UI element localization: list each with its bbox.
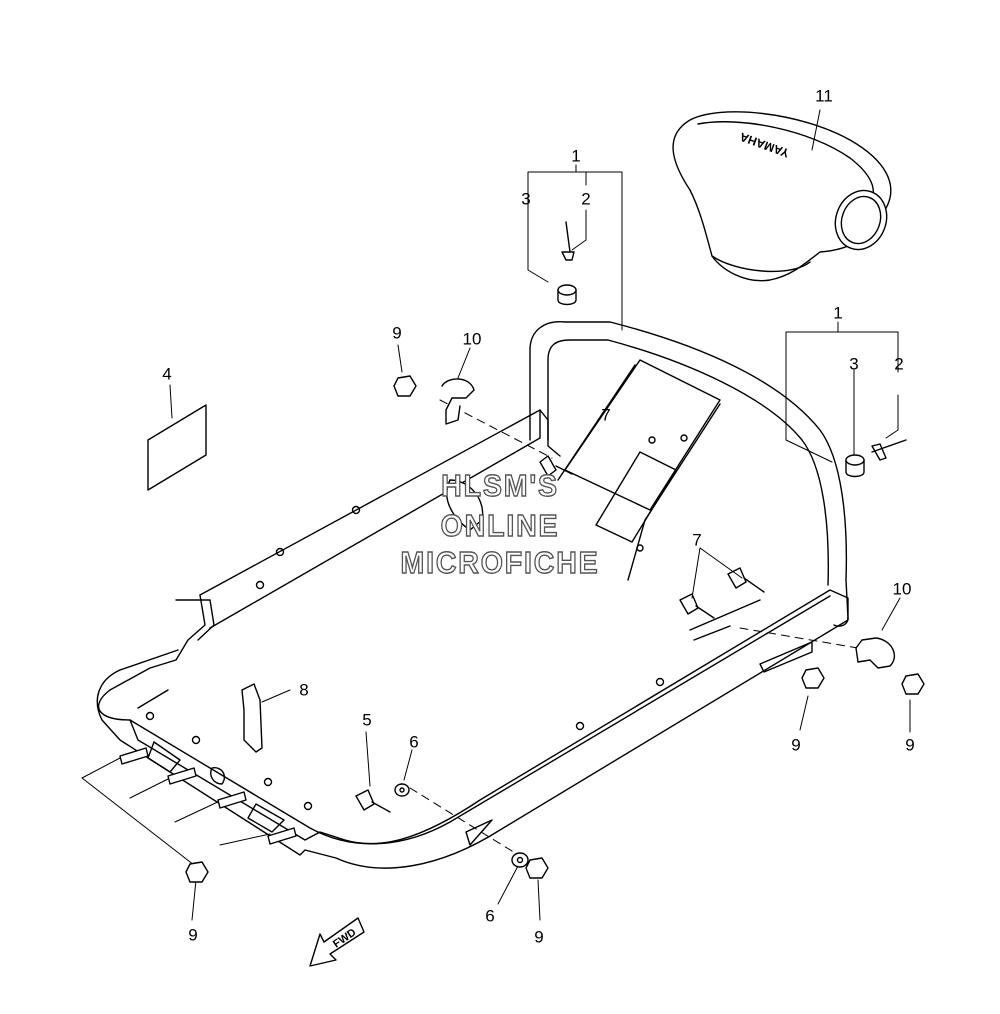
watermark-line-3: MICROFICHE — [400, 544, 600, 580]
callout-2-top: 2 — [581, 189, 591, 209]
callout-6-upper: 6 — [409, 732, 419, 752]
callout-1-top: 1 — [571, 146, 581, 166]
washers-and-nuts — [185, 375, 925, 883]
callout-3-right: 3 — [849, 354, 859, 374]
callout-5: 5 — [362, 710, 372, 730]
rubber-damper-top — [557, 284, 577, 306]
callout-10-upper: 10 — [462, 329, 482, 349]
callout-4: 4 — [162, 364, 172, 384]
watermark-line-2: ONLINE — [440, 507, 560, 543]
pad-cover: YAMAHA — [672, 111, 892, 282]
rivet-top — [561, 221, 575, 261]
callout-9-upper: 9 — [392, 323, 402, 343]
leader-lines — [81, 109, 911, 921]
callout-9-right: 9 — [905, 735, 915, 755]
callout-9-left: 9 — [188, 925, 198, 945]
rubber-damper-right — [845, 454, 865, 478]
fwd-arrow — [309, 917, 365, 967]
callout-2-right: 2 — [894, 354, 904, 374]
callout-1-right: 1 — [833, 303, 843, 323]
clip-part-8 — [241, 683, 263, 753]
callout-7-lower: 7 — [692, 530, 702, 550]
rivet-right — [871, 439, 907, 461]
callout-3-top: 3 — [521, 189, 531, 209]
callout-9-mid: 9 — [791, 735, 801, 755]
callout-9-bottom: 9 — [534, 927, 544, 947]
callout-8: 8 — [299, 680, 309, 700]
label-sticker — [147, 404, 207, 491]
bolts — [355, 455, 765, 813]
callout-7-upper: 7 — [601, 405, 611, 425]
callout-10-right: 10 — [892, 579, 912, 599]
watermark-line-1: HLSM'S — [441, 467, 559, 503]
callout-6-lower: 6 — [485, 906, 495, 926]
clamps — [441, 378, 895, 669]
studs — [119, 747, 297, 845]
callout-11: 11 — [815, 86, 833, 106]
main-frame — [96, 409, 849, 869]
handle-pole-frame — [529, 321, 849, 627]
